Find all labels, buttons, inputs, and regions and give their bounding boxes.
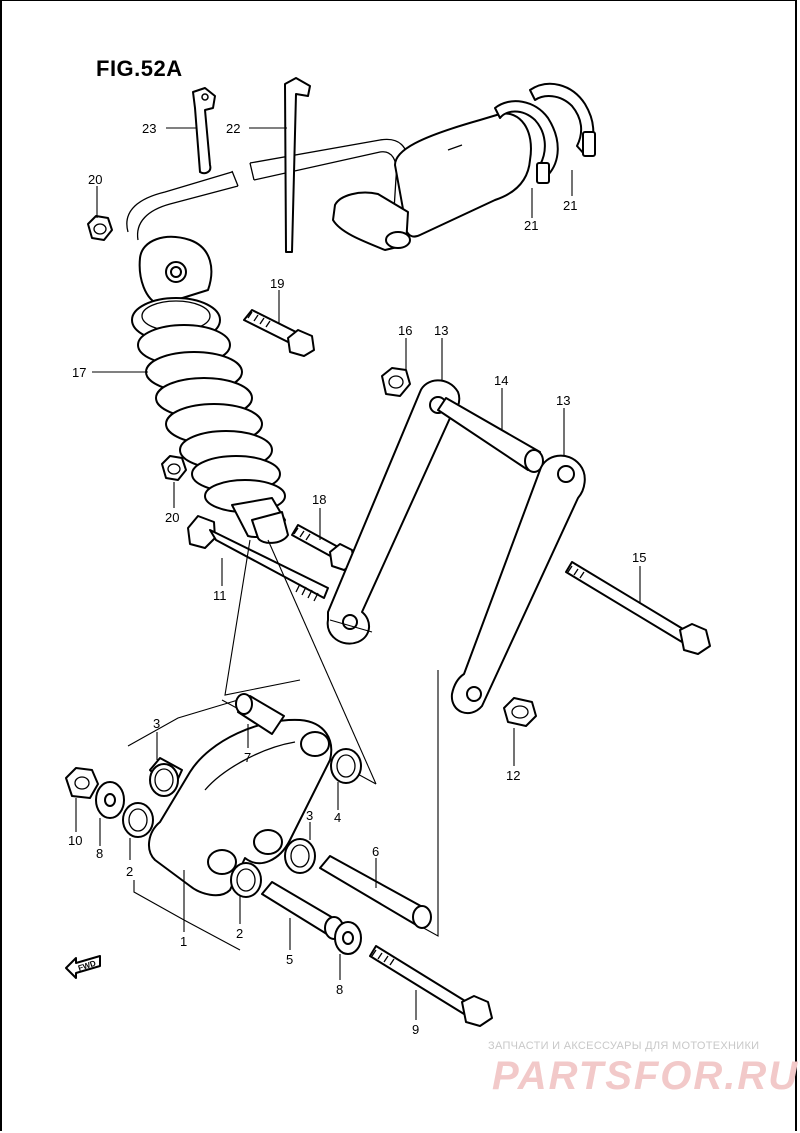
leader-lines xyxy=(75,127,641,1020)
callout-13-right: 13 xyxy=(556,393,570,408)
bush-7 xyxy=(235,693,285,735)
spacer-6 xyxy=(319,855,432,929)
nut-10 xyxy=(65,767,99,799)
callout-1: 1 xyxy=(180,934,187,949)
callout-20-middle: 20 xyxy=(165,510,179,525)
cable-band-22 xyxy=(284,77,311,253)
nut-20-top xyxy=(87,215,113,241)
rear-shock-absorber xyxy=(131,235,289,544)
callout-15: 15 xyxy=(632,550,646,565)
figure-title: FIG.52A xyxy=(96,56,183,81)
bearing-3-upper xyxy=(149,757,183,797)
bearing-4 xyxy=(330,748,362,784)
callout-2-lower: 2 xyxy=(236,926,243,941)
callout-18: 18 xyxy=(312,492,326,507)
callout-numbers: 23 22 20 19 17 20 16 13 14 13 18 11 15 2… xyxy=(68,121,646,1037)
callout-3-upper: 3 xyxy=(153,716,160,731)
callout-19: 19 xyxy=(270,276,284,291)
watermark-logo: PARTSFOR.RU xyxy=(492,1054,800,1098)
callout-3-lower: 3 xyxy=(306,808,313,823)
nut-12 xyxy=(503,697,537,727)
callout-14: 14 xyxy=(494,373,508,388)
washer-8-upper xyxy=(95,781,125,819)
callout-21-left: 21 xyxy=(524,218,538,233)
nut-20-middle xyxy=(161,455,187,481)
callout-6: 6 xyxy=(372,844,379,859)
bearing-2-upper xyxy=(122,802,154,838)
bolt-15 xyxy=(565,561,711,655)
bolt-18 xyxy=(291,524,355,571)
callout-9: 9 xyxy=(412,1022,419,1037)
callout-2-upper: 2 xyxy=(126,864,133,879)
tie-rod-13-left xyxy=(326,379,461,645)
nut-16 xyxy=(381,367,411,397)
callout-20-top: 20 xyxy=(88,172,102,187)
callout-4: 4 xyxy=(334,810,341,825)
spacer-14 xyxy=(437,397,544,473)
watermark-caption: ЗАПЧАСТИ И АКСЕССУАРЫ ДЛЯ МОТОТЕХНИКИ xyxy=(488,1040,760,1052)
callout-8-lower: 8 xyxy=(336,982,343,997)
tie-rod-13-right xyxy=(450,454,586,715)
hose-clip-23 xyxy=(192,87,216,175)
bearing-3-lower xyxy=(284,838,316,874)
callout-16: 16 xyxy=(398,323,412,338)
callout-8-upper: 8 xyxy=(96,846,103,861)
callout-17: 17 xyxy=(72,365,86,380)
cushion-lever-1 xyxy=(148,718,333,897)
callout-10: 10 xyxy=(68,833,82,848)
bearing-2-lower xyxy=(230,862,262,898)
callout-22: 22 xyxy=(226,121,240,136)
callout-21-right: 21 xyxy=(563,198,577,213)
washer-8-lower xyxy=(334,921,362,955)
callout-5: 5 xyxy=(286,952,293,967)
callout-23: 23 xyxy=(142,121,156,136)
spacer-5 xyxy=(261,881,344,940)
bolt-19 xyxy=(243,309,315,357)
callout-7: 7 xyxy=(244,750,251,765)
callout-11: 11 xyxy=(213,588,227,603)
reservoir-tank xyxy=(332,82,596,251)
forward-arrow-icon: FWD xyxy=(65,955,101,979)
callout-13-left: 13 xyxy=(434,323,448,338)
bolt-11 xyxy=(187,515,329,602)
bolt-9 xyxy=(369,945,493,1027)
callout-12: 12 xyxy=(506,768,520,783)
